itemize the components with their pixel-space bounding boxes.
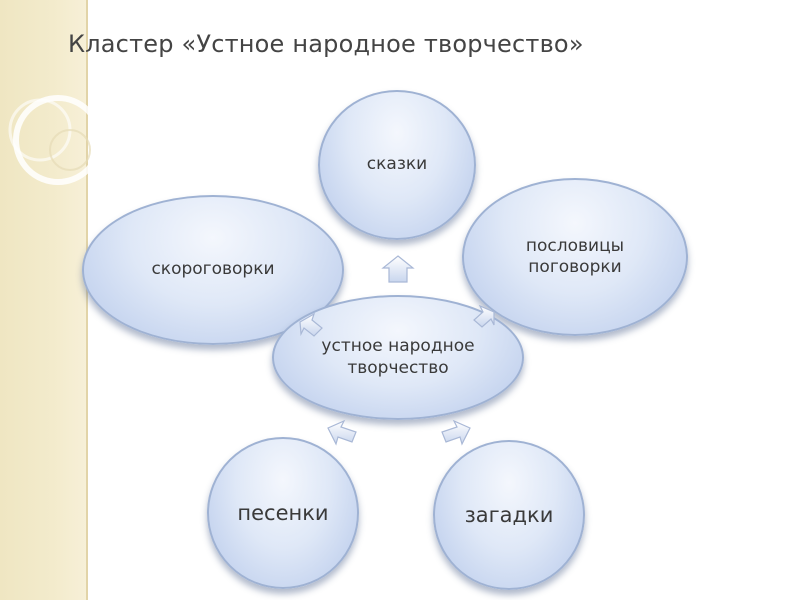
node-skorogovorki: скороговорки bbox=[82, 195, 344, 345]
arrow-to-pesenki bbox=[327, 419, 357, 446]
arrow-to-poslovitsy bbox=[473, 304, 495, 328]
node-poslovitsy-label: пословицы поговорки bbox=[525, 235, 625, 277]
arrow-to-zagadki bbox=[441, 419, 471, 446]
node-pesenki: песенки bbox=[207, 437, 359, 589]
center-node-label: устное народное творчество bbox=[321, 336, 475, 378]
node-zagadki: загадки bbox=[433, 440, 585, 590]
arrow-to-skorogovorki bbox=[299, 312, 323, 337]
node-pesenki-label: песенки bbox=[237, 500, 329, 525]
slide-title: Кластер «Устное народное творчество» bbox=[68, 30, 584, 58]
arrow-to-skazki bbox=[381, 255, 415, 283]
node-poslovitsy: пословицы поговорки bbox=[462, 178, 688, 336]
node-skazki: сказки bbox=[318, 90, 476, 240]
decorative-rings bbox=[8, 95, 103, 185]
node-zagadki-label: загадки bbox=[464, 502, 554, 527]
node-skorogovorki-label: скороговорки bbox=[151, 259, 275, 280]
node-skazki-label: сказки bbox=[366, 154, 428, 175]
